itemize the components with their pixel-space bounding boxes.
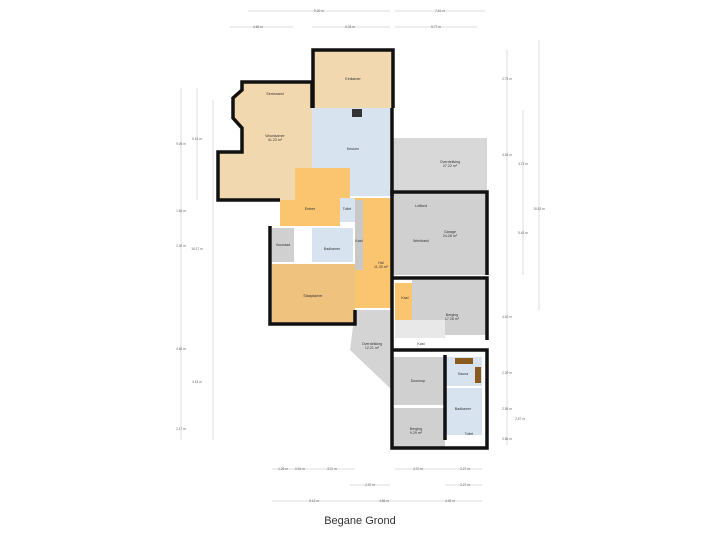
room-eetkamer bbox=[313, 50, 393, 108]
dim-left: 1.65 m bbox=[176, 209, 186, 213]
room-toilet-1 bbox=[340, 198, 355, 222]
room-slaapkamer bbox=[272, 264, 355, 324]
label-berging-2-area: 9.29 m² bbox=[410, 431, 423, 435]
label-serre: Serrewand bbox=[266, 92, 283, 96]
dim-bottom: 2.37 m bbox=[365, 483, 375, 487]
walls bbox=[216, 48, 489, 450]
label-toilet-2: Toilet bbox=[465, 432, 473, 436]
dim-left: 2.17 m bbox=[176, 427, 186, 431]
dim-top: 4.66 m bbox=[253, 25, 263, 29]
room-trap bbox=[395, 320, 445, 338]
dim-top: 6.03 m bbox=[345, 25, 355, 29]
stove-icon bbox=[352, 109, 362, 117]
dim-left: 16.17 m bbox=[191, 247, 203, 251]
dim-right: 5.43 m bbox=[518, 231, 528, 235]
sauna-bench bbox=[455, 358, 473, 364]
dim-bottom: 5.14 m bbox=[309, 499, 319, 503]
label-overdekking-1: Overdekking bbox=[440, 160, 460, 164]
floor-title: Begane Grond bbox=[324, 515, 396, 527]
dim-right: 4.40 m bbox=[502, 315, 512, 319]
label-kast-3: Kast bbox=[417, 342, 424, 346]
dim-bottom: 1.26 m bbox=[278, 467, 288, 471]
label-slaapkamer: Slaapkamer bbox=[303, 294, 323, 298]
label-entree: Entree bbox=[305, 207, 316, 211]
room-labels: Eetkamer Serrewand Woonkamer 41.23 m² Ke… bbox=[265, 77, 473, 436]
dim-right: 2.75 m bbox=[502, 77, 512, 81]
dimension-lines: 9.20 m 7.61 m 4.66 m 6.03 m 5.77 m 1.26 … bbox=[176, 9, 545, 503]
room-voorraad bbox=[272, 228, 294, 262]
dim-bottom: 2.27 m bbox=[460, 467, 470, 471]
label-overdekking-1-area: 27.22 m² bbox=[443, 164, 458, 168]
label-kast-2: Kast bbox=[401, 296, 408, 300]
sauna-bench bbox=[475, 367, 481, 383]
label-berging-2: Berging bbox=[410, 427, 422, 431]
label-doorloop: Doorloop bbox=[411, 379, 426, 383]
dim-bottom: 2.27 m bbox=[460, 483, 470, 487]
label-kast-1: Kast bbox=[355, 239, 362, 243]
label-sauna: Sauna bbox=[458, 372, 468, 376]
label-overdekking-2-area: 12.21 m² bbox=[365, 346, 380, 350]
label-badkamer-2: Badkamer bbox=[455, 407, 472, 411]
rooms bbox=[218, 50, 487, 448]
label-loftbed: Loftbed bbox=[415, 204, 427, 208]
room-garage bbox=[392, 192, 487, 275]
room-woonkamer bbox=[218, 82, 312, 200]
dim-left: 2.32 m bbox=[176, 244, 186, 248]
label-badkamer-1: Badkamer bbox=[324, 247, 341, 251]
dim-right: 15.53 m bbox=[533, 207, 545, 211]
label-hal: Hal bbox=[378, 261, 384, 265]
room-doorloop bbox=[392, 357, 445, 405]
dim-right: 2.57 m bbox=[515, 417, 525, 421]
label-garage-area: 24.28 m² bbox=[443, 234, 458, 238]
dim-right: 0.86 m bbox=[502, 437, 512, 441]
room-berging-2 bbox=[392, 408, 445, 448]
room-entree bbox=[280, 168, 350, 226]
dim-bottom: 4.45 m bbox=[445, 499, 455, 503]
dim-left: 3.18 m bbox=[192, 380, 202, 384]
label-woonkamer-area: 41.23 m² bbox=[268, 138, 283, 142]
label-woonkamer: Woonkamer bbox=[265, 134, 285, 138]
room-kast-2 bbox=[395, 283, 412, 320]
dim-bottom: 3.70 m bbox=[413, 467, 423, 471]
dim-top: 9.20 m bbox=[314, 9, 324, 13]
label-voorraad: Voorraad bbox=[276, 243, 291, 247]
dim-right: 3.53 m bbox=[502, 153, 512, 157]
label-garage: Garage bbox=[444, 230, 456, 234]
label-overdekking-2: Overdekking bbox=[362, 342, 382, 346]
dim-right: 3.73 m bbox=[518, 162, 528, 166]
label-berging-1-area: 17.26 m² bbox=[445, 317, 460, 321]
room-kast-1 bbox=[355, 200, 363, 270]
label-hal-area: 11.30 m² bbox=[374, 265, 389, 269]
dim-top: 5.77 m bbox=[431, 25, 441, 29]
room-badkamer-1 bbox=[312, 228, 353, 262]
dim-left: 9.05 m bbox=[176, 142, 186, 146]
dim-right: 2.09 m bbox=[502, 371, 512, 375]
label-werkbank: Werkbank bbox=[413, 239, 429, 243]
room-overdekking-2 bbox=[350, 310, 392, 390]
dim-left: 5.15 m bbox=[192, 137, 202, 141]
label-eetkamer: Eetkamer bbox=[345, 77, 361, 81]
label-keuken: Keuken bbox=[347, 147, 359, 151]
dim-bottom: 4.66 m bbox=[379, 499, 389, 503]
room-badkamer-2 bbox=[445, 388, 482, 435]
label-toilet-1: Toilet bbox=[343, 207, 351, 211]
dim-top: 7.61 m bbox=[435, 9, 445, 13]
dim-bottom: 0.91 m bbox=[295, 467, 305, 471]
dim-left: 4.66 m bbox=[176, 347, 186, 351]
room-keuken bbox=[312, 108, 392, 196]
label-berging-1: Berging bbox=[446, 313, 458, 317]
dim-right: 2.55 m bbox=[502, 407, 512, 411]
dim-bottom: 3.07 m bbox=[327, 467, 337, 471]
room-overdekking-1 bbox=[392, 138, 487, 190]
